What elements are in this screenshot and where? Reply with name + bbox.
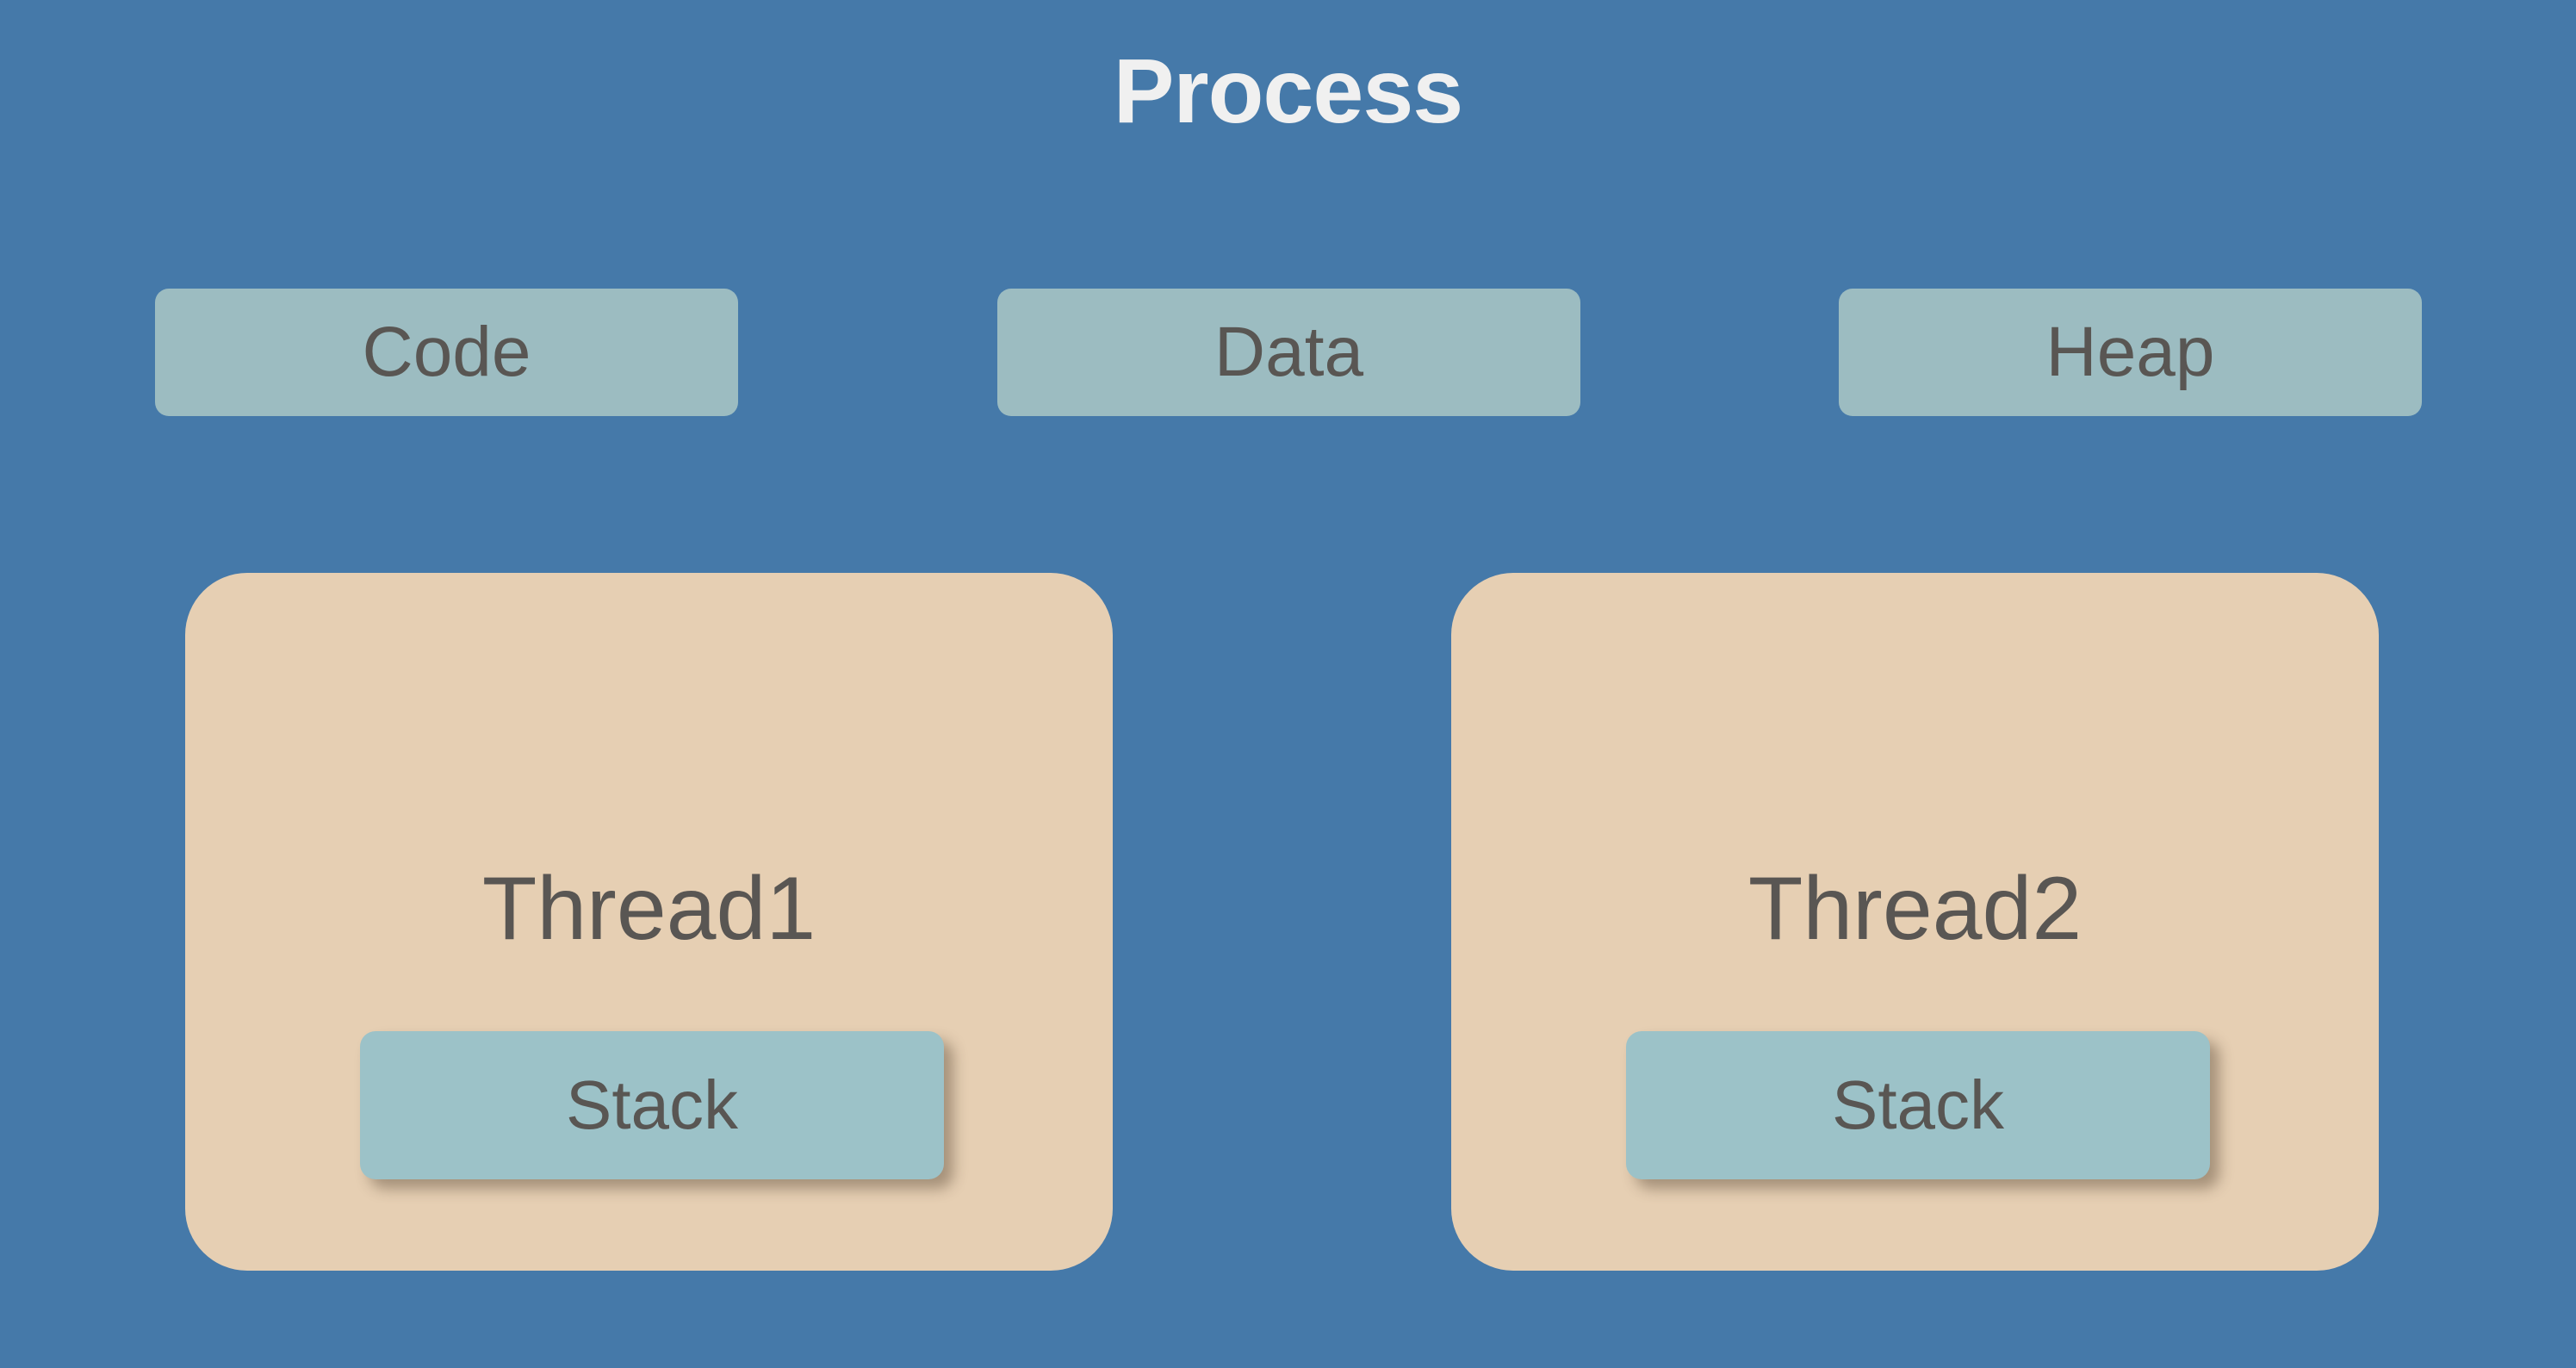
segment-label-data: Data: [1214, 313, 1364, 391]
stack-box-thread2: Stack: [1626, 1031, 2210, 1179]
stack-label-thread2: Stack: [1831, 1066, 2005, 1143]
stack-label-thread1: Stack: [565, 1066, 739, 1143]
thread-box-thread2: Thread2 Stack: [1451, 573, 2379, 1271]
segment-label-code: Code: [362, 313, 531, 391]
thread-box-thread1: Thread1 Stack: [185, 573, 1113, 1271]
page-title: Process: [1113, 40, 1464, 142]
stack-box-thread1: Stack: [360, 1031, 944, 1179]
thread-label-thread1: Thread1: [481, 859, 816, 959]
thread-label-thread2: Thread2: [1747, 859, 2083, 959]
segment-box-data: Data: [997, 289, 1580, 416]
segment-box-heap: Heap: [1839, 289, 2422, 416]
segment-box-code: Code: [155, 289, 738, 416]
segment-label-heap: Heap: [2045, 313, 2215, 391]
